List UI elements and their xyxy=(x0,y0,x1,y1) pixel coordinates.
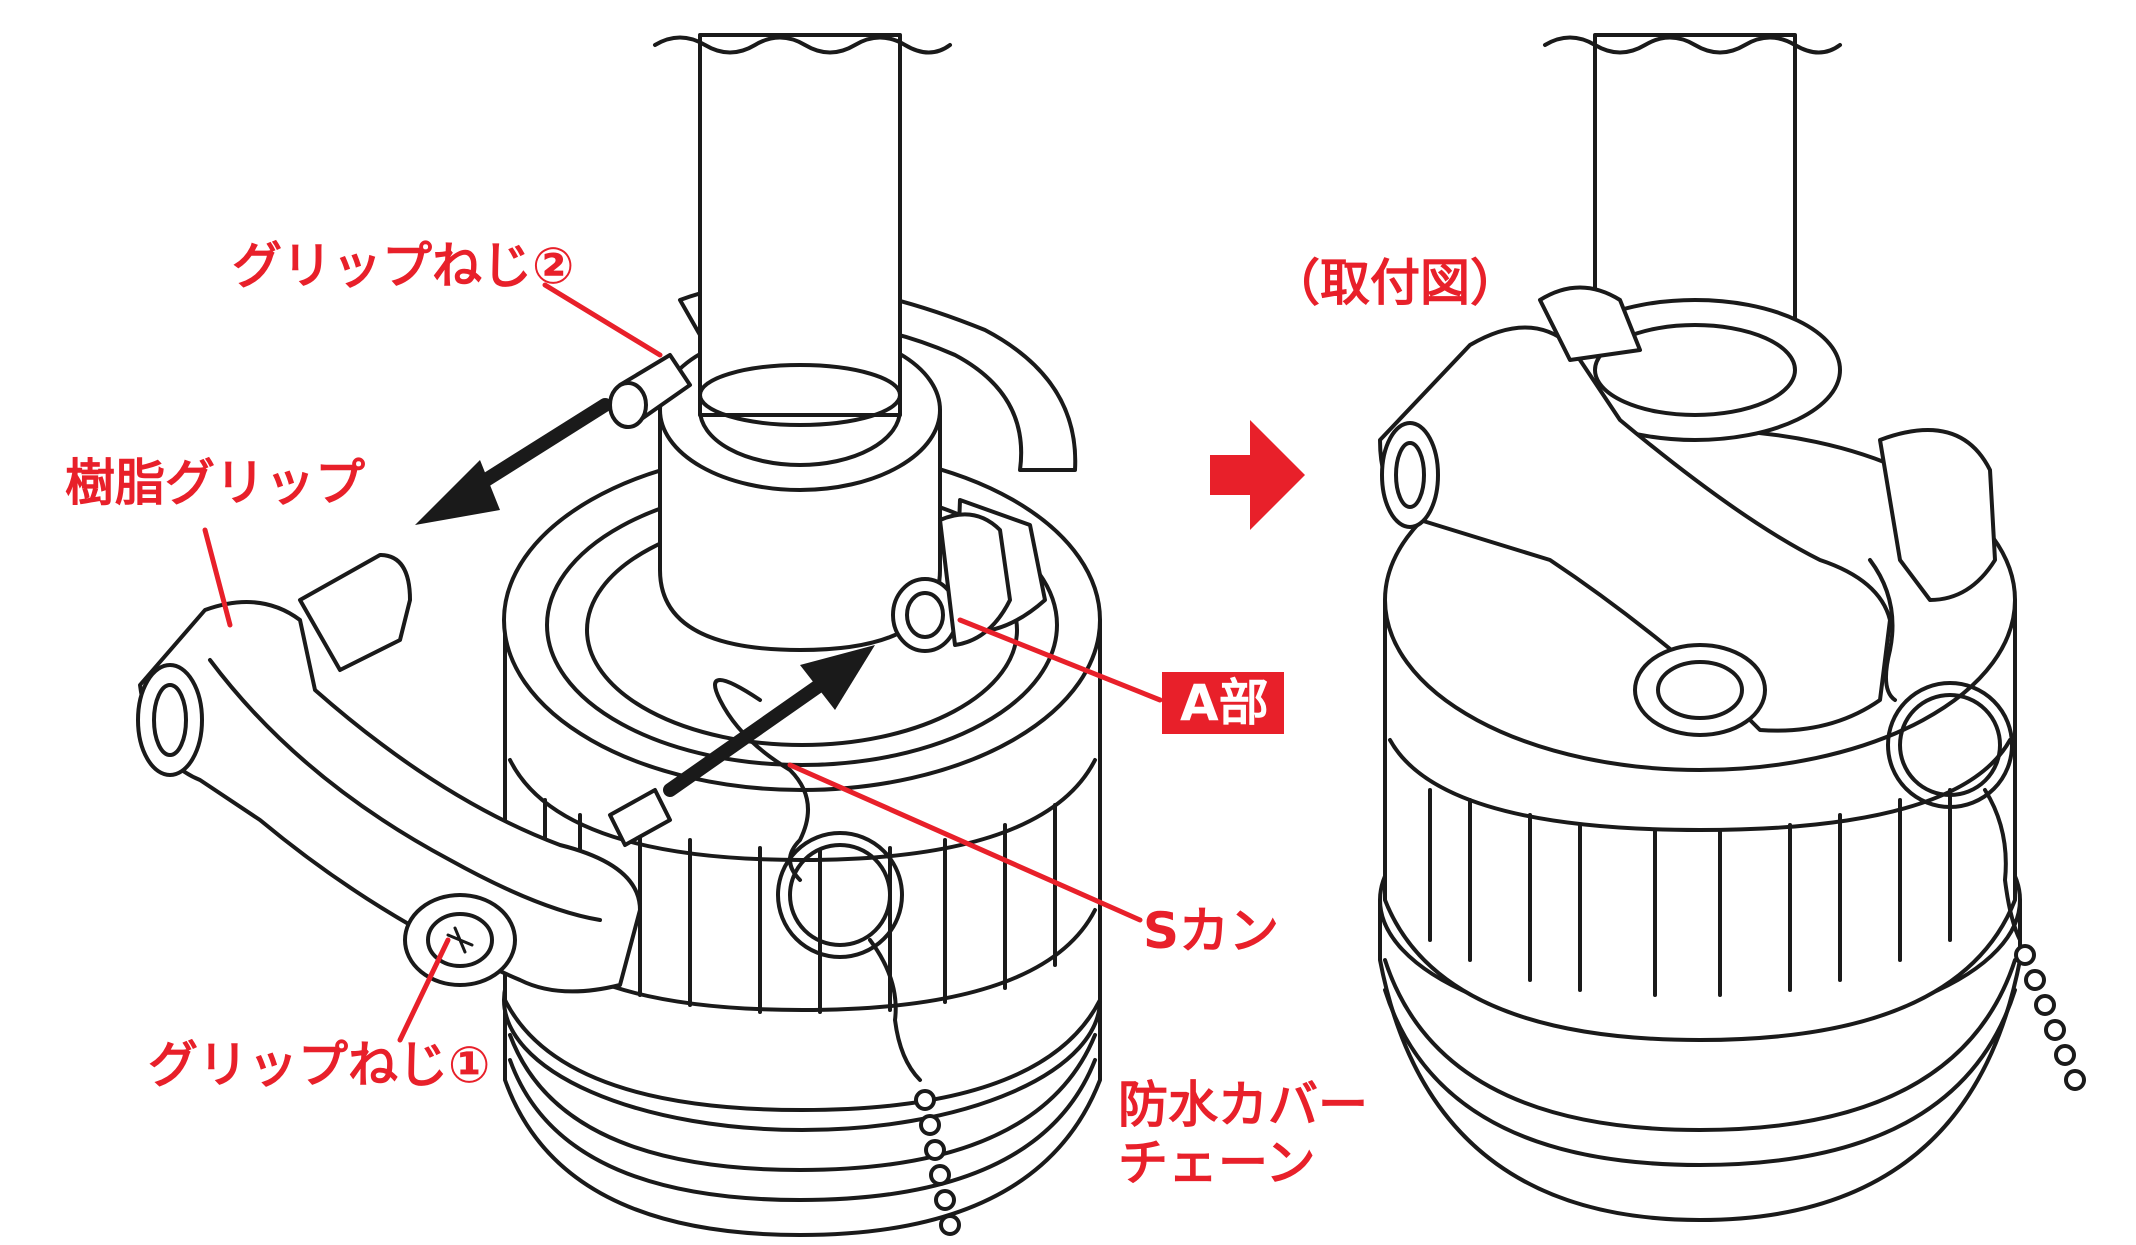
label-part-a-badge: A部 xyxy=(1162,672,1284,734)
labels: グリップねじ② 樹脂グリップ A部 Sカン グリップねじ① 防水カバー チェーン… xyxy=(65,237,1520,1192)
leader-part-a xyxy=(957,617,1163,703)
left-part-a-boss xyxy=(891,498,1047,653)
leader-s-kan xyxy=(787,762,1143,923)
left-pole xyxy=(653,33,952,427)
leader-grip-screw-2 xyxy=(542,282,663,358)
label-waterproof-chain-line2: チェーン xyxy=(1118,1134,1316,1192)
left-assembly xyxy=(136,33,1102,1237)
left-grip-screw-2 xyxy=(608,353,692,429)
label-grip-screw-1: グリップねじ① xyxy=(148,1036,490,1094)
label-installed-view: （取付図） xyxy=(1270,254,1520,312)
leader-lines xyxy=(202,282,1163,1043)
left-s-hook xyxy=(713,678,961,1236)
right-assembly xyxy=(1378,33,2086,1222)
double-arrow-icon xyxy=(415,398,875,797)
label-s-kan: Sカン xyxy=(1143,902,1279,960)
right-s-hook xyxy=(1868,558,2086,1091)
label-grip-screw-2: グリップねじ② xyxy=(232,237,574,295)
label-waterproof-chain-line1: 防水カバー xyxy=(1118,1076,1368,1134)
right-arrow-icon xyxy=(1210,420,1305,530)
arrow-grip-out xyxy=(415,398,612,525)
right-resin-grip xyxy=(1378,285,1997,737)
arrow-grip-in xyxy=(663,645,875,797)
label-part-a: A部 xyxy=(1180,674,1269,732)
leader-grip-screw-1 xyxy=(397,937,451,1043)
leader-resin-grip xyxy=(202,527,233,628)
left-ball-chain xyxy=(914,1089,961,1236)
right-ball-chain xyxy=(2014,944,2086,1091)
left-resin-grip xyxy=(136,553,672,994)
label-resin-grip: 樹脂グリップ xyxy=(65,454,365,512)
